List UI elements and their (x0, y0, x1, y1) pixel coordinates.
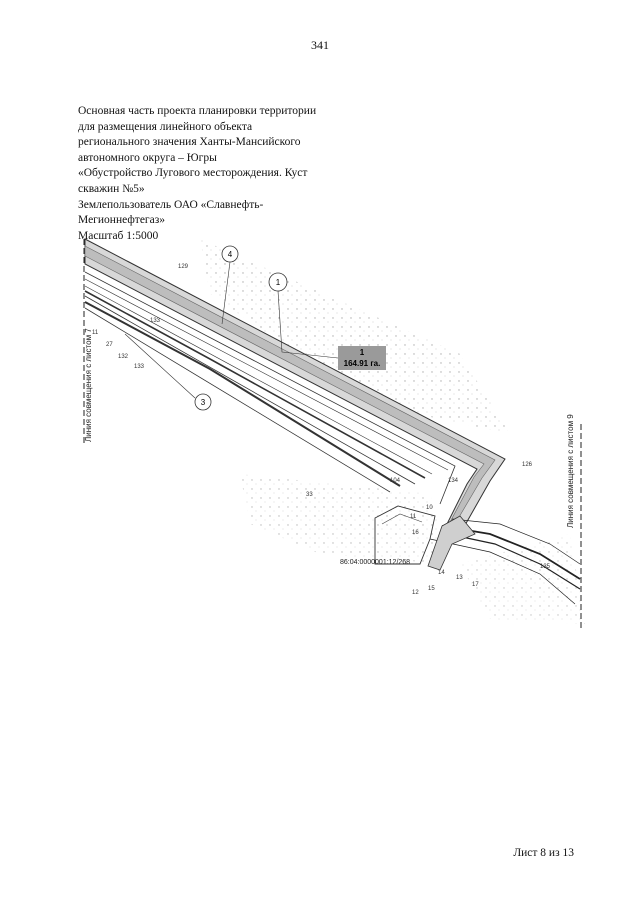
parcel-label: 17 (472, 582, 479, 588)
callout-1: 1 (268, 272, 339, 359)
page-number: 341 (311, 38, 329, 52)
parcel-label: 104 (390, 478, 401, 484)
svg-text:1: 1 (276, 278, 281, 287)
parcel-label: 135 (540, 564, 551, 570)
svg-text:4: 4 (228, 250, 233, 259)
well-pad-parcel (374, 505, 436, 565)
parcel-label: 14 (438, 570, 445, 576)
parcel-label: 33 (306, 492, 313, 498)
header-line: Мегионнефтегаз» (78, 214, 166, 227)
well-pad-inner (381, 513, 423, 525)
planning-map: 1 164.91 га. 4 1 3 86:04:0000001:12/268 … (83, 238, 585, 629)
corridor-lines (84, 271, 456, 505)
parcel-label: 27 (106, 342, 113, 348)
document-header: Основная часть проекта планировки террит… (78, 104, 378, 244)
parcel-label: 15 (428, 586, 435, 592)
parcel-label: 133 (134, 364, 145, 370)
parcel-label: 10 (426, 505, 433, 511)
parcel-label: 132 (118, 354, 129, 360)
header-line: Землепользователь ОАО «Славнефть- (78, 198, 264, 211)
parcel-label: 126 (522, 462, 533, 468)
terrain-dots (460, 534, 585, 624)
scale-line: Масштаб 1:5000 (78, 229, 159, 242)
header-line: Основная часть проекта планировки террит… (78, 105, 317, 117)
area-label: 1 164.91 га. (338, 346, 386, 370)
junction-block (427, 515, 476, 571)
parcel-label: 11 (92, 330, 99, 336)
area-label-number: 1 (360, 348, 365, 357)
header-line: автономного округа – Югры (78, 151, 217, 164)
header-line: для размещения линейного объекта (78, 120, 253, 133)
sheet-label: Лист 8 из 13 (513, 847, 574, 859)
callout-3: 3 (124, 333, 212, 411)
parcel-label: 12 (412, 590, 419, 596)
cadastral-number: 86:04:0000001:12/268 (340, 559, 410, 566)
match-line-left-label: Линия совмещения с листом 7 (84, 328, 93, 442)
match-line-right-label: Линия совмещения с листом 9 (566, 414, 575, 528)
header-line: регионального значения Ханты-Мансийского (78, 136, 301, 149)
parcel-label: 133 (150, 318, 161, 324)
parcel-label: 11 (410, 514, 417, 520)
parcel-label: 129 (178, 264, 189, 270)
area-label-value: 164.91 га. (344, 359, 381, 368)
svg-text:3: 3 (201, 398, 206, 407)
parcel-label: 13 (456, 575, 463, 581)
header-line: «Обустройство Лугового месторождения. Ку… (78, 167, 308, 180)
callout-4: 4 (221, 245, 239, 325)
parcel-label: 16 (412, 530, 419, 536)
header-line: скважин №5» (78, 182, 145, 195)
parcel-label: 134 (448, 478, 459, 484)
terrain-dots (240, 474, 450, 564)
